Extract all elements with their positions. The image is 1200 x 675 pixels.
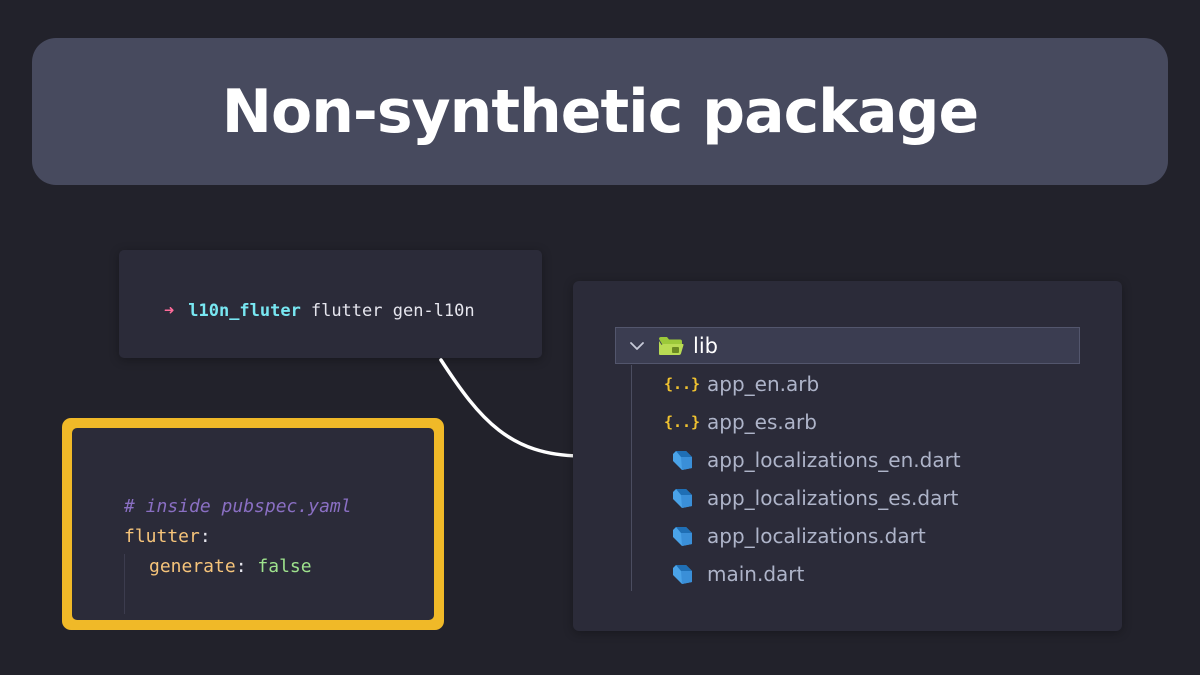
yaml-colon: : (235, 556, 247, 577)
yaml-key-generate: generate (149, 556, 236, 577)
title-banner: Non-synthetic package (32, 38, 1168, 185)
folder-open-icon (659, 336, 684, 355)
file-label: app_es.arb (707, 410, 817, 434)
file-item-app-localizations-en-dart[interactable]: app_localizations_en.dart (669, 441, 961, 479)
yaml-comment-line: # inside pubspec.yaml (124, 492, 352, 522)
arrow-right-icon: ➜ (164, 301, 175, 321)
terminal-command: flutter gen-l10n (310, 301, 475, 321)
file-item-main-dart[interactable]: main.dart (669, 555, 961, 593)
dart-icon (669, 523, 695, 549)
page-title: Non-synthetic package (221, 76, 979, 147)
dart-icon (669, 561, 695, 587)
yaml-value-false: false (257, 556, 312, 577)
yaml-key-flutter: flutter (124, 526, 200, 547)
yaml-code: # inside pubspec.yaml flutter: generate:… (124, 492, 352, 582)
chevron-down-icon[interactable] (628, 337, 646, 355)
terminal-panel: ➜ l10n_fluter flutter gen-l10n (119, 250, 542, 358)
folder-label: lib (693, 333, 718, 358)
file-item-app-en-arb[interactable]: {..} app_en.arb (663, 365, 961, 403)
yaml-colon: : (199, 526, 211, 547)
indent-guide (124, 554, 125, 614)
tree-indent-guide (631, 365, 632, 591)
file-list: {..} app_en.arb {..} app_es.arb app_loca… (663, 365, 961, 593)
yaml-root-line: flutter: (124, 522, 352, 552)
yaml-highlight-card: # inside pubspec.yaml flutter: generate:… (62, 418, 444, 630)
file-label: app_localizations.dart (707, 524, 926, 548)
terminal-directory: l10n_fluter (188, 301, 301, 321)
yaml-generate-line: generate: false (124, 552, 352, 582)
file-item-app-localizations-es-dart[interactable]: app_localizations_es.dart (669, 479, 961, 517)
yaml-comment: # inside pubspec.yaml (124, 496, 352, 517)
folder-row-lib[interactable]: lib (615, 327, 1080, 364)
file-item-app-es-arb[interactable]: {..} app_es.arb (663, 403, 961, 441)
file-explorer-panel: lib {..} app_en.arb {..} app_es.arb app_… (573, 281, 1122, 631)
json-braces-icon: {..} (663, 375, 701, 393)
dart-icon (669, 485, 695, 511)
file-label: app_localizations_es.dart (707, 486, 959, 510)
file-label: main.dart (707, 562, 805, 586)
file-item-app-localizations-dart[interactable]: app_localizations.dart (669, 517, 961, 555)
file-label: app_en.arb (707, 372, 820, 396)
terminal-command-line: ➜ l10n_fluter flutter gen-l10n (164, 300, 475, 322)
file-label: app_localizations_en.dart (707, 448, 961, 472)
yaml-code-panel: # inside pubspec.yaml flutter: generate:… (72, 428, 434, 620)
json-braces-icon: {..} (663, 413, 701, 431)
dart-icon (669, 447, 695, 473)
